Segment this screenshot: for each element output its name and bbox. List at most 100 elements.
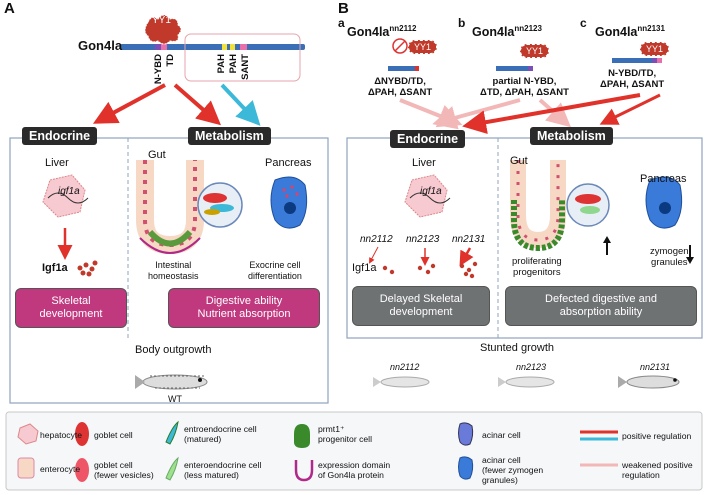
igf1a-gene-a: igf1a <box>58 186 80 197</box>
legend-hepatocyte-icon <box>17 423 39 445</box>
arrow-a-metabolism-red <box>173 83 222 126</box>
acinar-cell-b <box>645 176 683 229</box>
legend-enterocyte-icon <box>17 457 35 479</box>
legend-expression-icon <box>294 460 314 482</box>
box-a <box>9 137 329 404</box>
legend-goblet-icon <box>75 422 89 446</box>
fish-nn2123 <box>498 376 555 388</box>
yy1-no-binding <box>392 38 408 54</box>
fish-nn2131 <box>618 375 680 389</box>
domain-nybd-a: N-YBD <box>153 54 164 85</box>
igf1a-dots-b <box>382 261 478 279</box>
igf1a-protein-a: Igf1a <box>42 262 68 274</box>
mut-nn2131: N-YBD/TD,ΔPAH, ΔSANT <box>600 68 665 90</box>
mut-nn2112: ΔNYBD/TD,ΔPAH, ΔSANT <box>368 76 433 98</box>
zoom-cells-a <box>203 193 234 215</box>
gene-nn2112: Gon4lann2112 <box>347 24 417 40</box>
protein-bar-nn2123 <box>496 66 533 71</box>
legend-acinar-icon <box>458 422 474 446</box>
arrow-a-endocrine <box>92 83 166 124</box>
gene-title-a: Gon4la <box>78 38 123 53</box>
zoom-cells-b <box>575 194 601 214</box>
sublabel-b: b <box>458 16 466 30</box>
fish-label-nn2131: nn2131 <box>640 362 671 372</box>
legend-goblet: goblet cell <box>94 430 133 440</box>
liver-label-b: Liver <box>412 157 436 169</box>
metabolism-header-b: Metabolism <box>530 127 613 145</box>
fish-nn2112 <box>373 376 430 388</box>
body-outgrowth-label: Body outgrowth <box>135 344 212 356</box>
legend-acinar: acinar cell <box>482 430 521 440</box>
gon4la-protein-a <box>120 14 305 82</box>
gut-illustration-b <box>510 160 566 252</box>
hepatocyte-b <box>404 174 451 218</box>
legend-prmt1-icon <box>294 424 310 448</box>
endocrine-header-a: Endocrine <box>22 127 98 145</box>
panel-label-a: A <box>4 0 15 17</box>
legend-ee-matured: entroendocrine cell(matured) <box>184 424 257 444</box>
legend-goblet-fewer: goblet cell(fewer vesicles) <box>94 460 154 480</box>
allele-nn2112-liver: nn2112 <box>360 234 393 245</box>
mut-nn2123: partial N-YBD,ΔTD, ΔPAH, ΔSANT <box>480 76 569 98</box>
endocrine-header-b: Endocrine <box>390 130 466 148</box>
gene-nn2131: Gon4lann2131 <box>595 24 665 40</box>
domain-pah2-a: PAH <box>228 54 239 74</box>
gut-illustration-a <box>136 160 204 255</box>
fish-label-nn2112: nn2112 <box>390 362 420 372</box>
allele-nn2131-liver: nn2131 <box>452 234 486 245</box>
yy1-nn2112: YY1 <box>408 40 438 54</box>
fish-label-nn2123: nn2123 <box>516 362 547 372</box>
yy1-nn2123: YY1 <box>520 44 550 58</box>
igf1a-dots-a <box>77 260 98 277</box>
arrow-igf-2131 <box>459 247 474 267</box>
legend-ee-matured-icon <box>165 420 179 445</box>
pancreas-label-b: Pancreas <box>640 173 687 185</box>
domain-pah1-a: PAH <box>216 54 227 74</box>
arrow-igf-2112 <box>369 246 379 264</box>
domain-sant-a: SANT <box>240 54 251 80</box>
hepatocyte-a <box>42 174 89 218</box>
legend-acinar-fewer-icon <box>458 456 474 480</box>
domain-td-a: TD <box>165 54 176 67</box>
metabolism-header-a: Metabolism <box>188 127 271 145</box>
igf1a-protein-b: Igf1a <box>352 262 377 274</box>
yy1-nn2131: YY1 <box>640 42 670 56</box>
legend-ee-less: enteroendocrine cell(less matured) <box>184 460 262 480</box>
zoom-circle-b <box>566 183 610 227</box>
legend-ee-less-icon <box>165 456 179 481</box>
legend-goblet-fewer-icon <box>75 458 89 482</box>
protein-bar-nn2112 <box>388 66 419 71</box>
protein-bar-nn2131 <box>612 58 662 63</box>
stunted-label: Stunted growth <box>480 342 554 354</box>
arrow-b-c2 <box>599 93 661 125</box>
box-b <box>346 137 703 339</box>
igf1a-gene-b: igf1a <box>420 186 442 197</box>
liver-label-a: Liver <box>45 157 69 169</box>
panel-label-b: B <box>338 0 349 17</box>
gene-nn2123: Gon4lann2123 <box>472 24 542 40</box>
arrow-b-c1 <box>462 93 641 135</box>
gut-label-a: Gut <box>148 149 166 161</box>
legend-box <box>5 411 703 491</box>
legend-enterocyte: enterocyte <box>40 464 81 474</box>
sublabel-c: c <box>580 16 587 30</box>
fish-wt <box>135 374 208 390</box>
sublabel-a: a <box>338 16 345 30</box>
gut-label-b: Gut <box>510 155 528 167</box>
legend-positive: positive regulation <box>622 431 692 441</box>
legend-prmt1: prmt1⁺progenitor cell <box>318 424 372 444</box>
wt-label: WT <box>168 394 182 404</box>
